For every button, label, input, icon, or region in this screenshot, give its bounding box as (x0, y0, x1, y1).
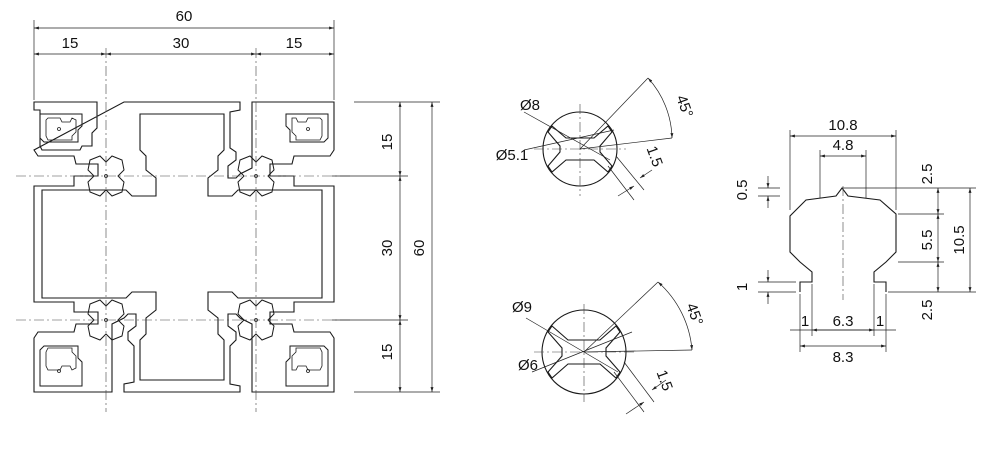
core-upper-angle: 45° (672, 93, 696, 120)
corner-slot-top-right (285, 113, 329, 143)
slot-right-bottom: 2.5 (919, 300, 936, 321)
core-upper-wall: 1.5 (643, 144, 666, 169)
slot-detail (758, 130, 976, 352)
slot-top-width: 10.8 (828, 117, 857, 134)
slot-right-top: 2.5 (919, 164, 936, 185)
dim-top-overall: 60 (176, 8, 193, 25)
profile-top-dimensions (33, 20, 335, 100)
dim-right-middle: 30 (379, 240, 396, 257)
profile-centerlines (16, 48, 352, 412)
slot-bottom-right: 1 (876, 313, 884, 330)
core-lower-wall: 1.5 (653, 368, 676, 393)
core-lower-inner-dia: Ø6 (518, 357, 538, 374)
core-lower-outer-dia: Ø9 (512, 299, 532, 316)
slot-chamfer: 0.5 (734, 180, 751, 201)
slot-top-inner: 4.8 (833, 137, 854, 154)
profile-right-dimensions (332, 101, 440, 393)
slot-bottom-overall: 8.3 (833, 349, 854, 366)
slot-lip: 1 (734, 283, 751, 291)
dim-right-overall: 60 (411, 240, 428, 257)
slot-right-overall: 10.5 (951, 225, 968, 254)
core-upper-inner-dia: Ø5.1 (496, 147, 529, 164)
dim-right-bottom: 15 (379, 344, 396, 361)
dim-top-middle: 30 (173, 35, 190, 52)
slot-bottom-left: 1 (801, 313, 809, 330)
corner-slot-top-left (39, 113, 83, 143)
corner-slot-bottom-right (285, 345, 329, 387)
core-detail-upper (523, 77, 674, 201)
dim-top-left: 15 (62, 35, 79, 52)
slot-bottom-mid: 6.3 (833, 313, 854, 330)
core-upper-outer-dia: Ø8 (520, 97, 540, 114)
core-lower-angle: 45° (682, 301, 706, 328)
dim-right-top: 15 (379, 134, 396, 151)
core-upper-cross (547, 125, 613, 173)
slot-right-mid: 5.5 (919, 230, 936, 251)
profile-center-cavity (41, 113, 323, 381)
corner-slot-bottom-left (39, 345, 83, 387)
profile-outline (33, 101, 335, 393)
dim-top-right: 15 (286, 35, 303, 52)
core-detail-lower (525, 281, 694, 415)
core-lower-cross (547, 325, 621, 379)
profile-cross-section: 60 15 30 15 15 30 15 60 (16, 8, 440, 412)
